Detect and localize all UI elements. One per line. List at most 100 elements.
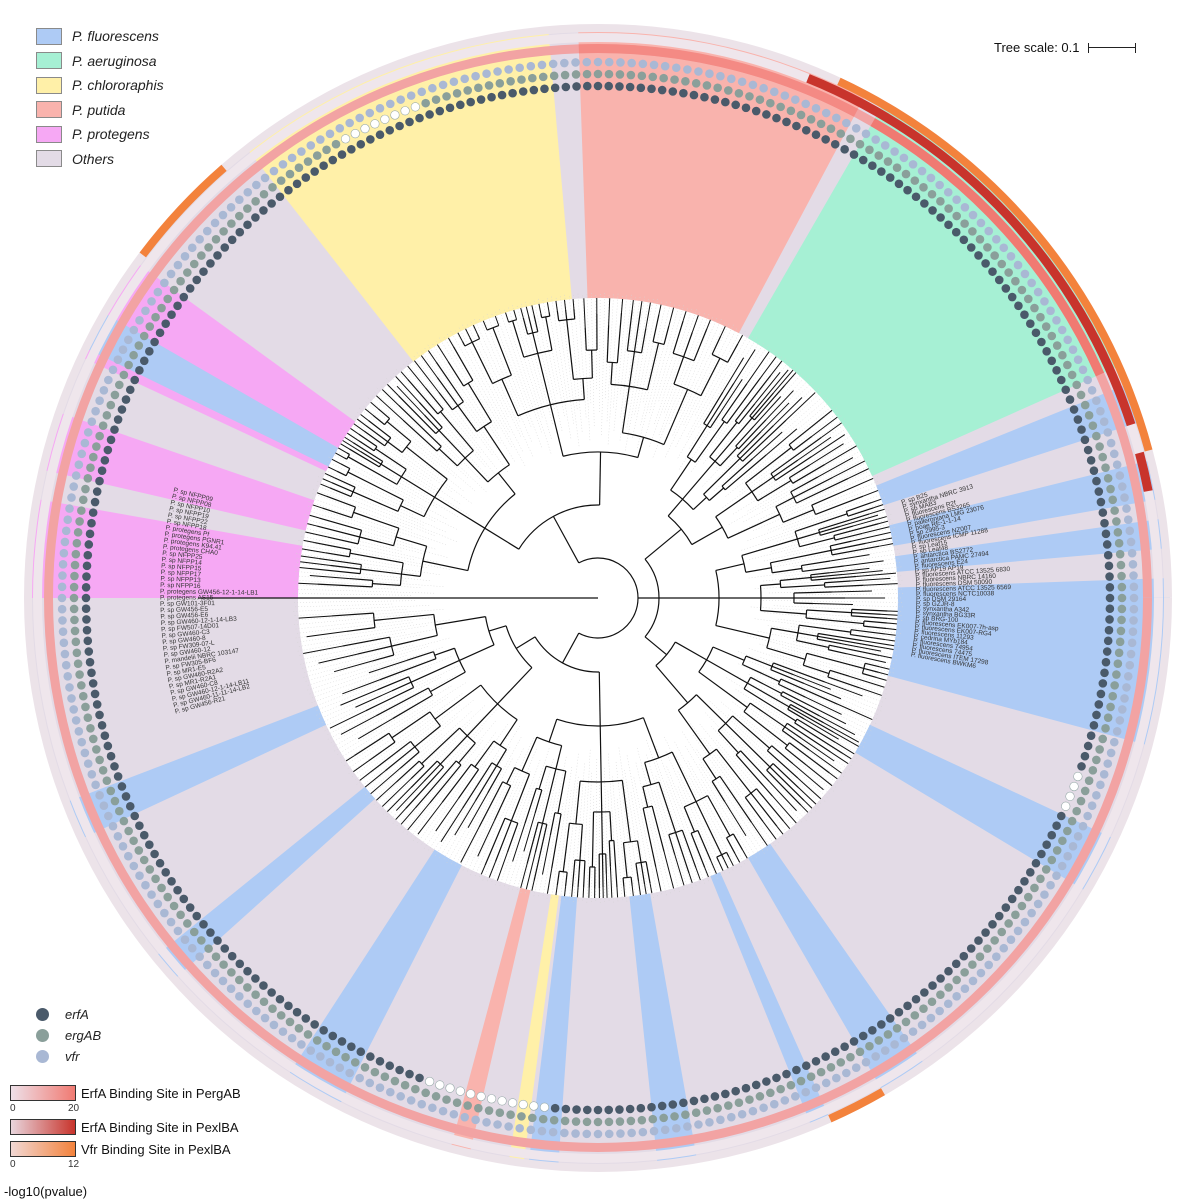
gene-dot xyxy=(292,1007,302,1017)
leaf-guide xyxy=(762,497,887,541)
gene-dot xyxy=(1112,726,1122,736)
gene-dot xyxy=(801,99,811,109)
leaf-label: P. protegens GW456-12-1-14-LB1 xyxy=(160,588,259,596)
tree-scale-bar xyxy=(1087,42,1136,53)
internal-branch xyxy=(588,866,591,888)
gene-dot xyxy=(791,1092,800,1101)
internal-branch xyxy=(741,538,798,557)
terminal-branch xyxy=(350,428,360,435)
gene-dot xyxy=(219,960,228,969)
terminal-branch xyxy=(305,531,328,538)
gene-legend: erfA ergAB vfr xyxy=(36,1004,101,1067)
terminal-branch xyxy=(572,298,575,310)
internal-branch xyxy=(829,644,880,656)
gene-dot xyxy=(919,183,928,192)
gene-dot xyxy=(968,210,978,220)
gene-dot xyxy=(84,647,94,656)
terminal-branch xyxy=(851,531,891,542)
internal-branch xyxy=(810,573,843,579)
gene-dot xyxy=(1100,668,1109,678)
leaf-guide xyxy=(313,667,416,708)
internal-branch xyxy=(846,501,873,512)
terminal-branch xyxy=(831,590,872,593)
gene-dot xyxy=(1061,801,1071,811)
gene-dot xyxy=(529,1101,539,1111)
clade-arc xyxy=(562,451,638,459)
gene-dot xyxy=(1057,325,1067,335)
gene-dot xyxy=(604,1117,614,1127)
terminal-branch xyxy=(512,823,526,862)
terminal-branch xyxy=(605,873,608,898)
legend-item-chlororaphis: P. chlororaphis xyxy=(36,73,164,98)
internal-branch xyxy=(851,615,888,619)
terminal-branch xyxy=(784,372,797,386)
gene-dot xyxy=(842,1068,851,1078)
gene-dot xyxy=(1112,517,1121,526)
internal-branch xyxy=(745,655,773,667)
terminal-branch xyxy=(879,666,890,670)
leaf-guide xyxy=(772,472,877,520)
internal-branch xyxy=(677,709,711,755)
internal-branch xyxy=(447,361,465,387)
gene-dot xyxy=(85,529,95,539)
gene-dot xyxy=(449,77,459,87)
internal-branch xyxy=(847,507,874,517)
gene-dot xyxy=(508,1098,518,1108)
leaf-guide xyxy=(420,723,509,847)
gene-dot xyxy=(445,103,455,113)
gene-dot xyxy=(484,1106,494,1115)
gene-dot xyxy=(1105,593,1115,603)
gene-dot xyxy=(150,849,159,859)
internal-branch xyxy=(671,751,697,802)
gene-dot xyxy=(95,710,104,720)
gene-dot xyxy=(1099,769,1109,779)
internal-branch xyxy=(368,420,392,439)
leaf-guide xyxy=(577,786,586,903)
gene-dot xyxy=(211,234,221,244)
gene-dot xyxy=(901,169,911,179)
gene-dot xyxy=(322,1041,331,1051)
gene-dot xyxy=(1067,816,1077,826)
gene-dot xyxy=(113,832,123,841)
gene-dot xyxy=(615,1105,624,1114)
leaf-guide xyxy=(755,509,891,551)
clade-arc xyxy=(518,504,600,550)
gene-dot xyxy=(1122,683,1131,692)
terminal-branch xyxy=(300,555,319,560)
terminal-branch xyxy=(298,582,318,585)
gene-dot xyxy=(474,1103,483,1113)
gene-dot xyxy=(71,471,81,480)
leaf-label: P. sp GW456-E6 xyxy=(160,612,209,621)
gene-dot xyxy=(328,1031,338,1041)
internal-branch xyxy=(364,424,389,443)
gene-dot xyxy=(67,493,76,502)
gene-dot xyxy=(1115,549,1125,559)
terminal-branch xyxy=(688,873,693,883)
leaf-label: P. fluorescens NCTC10038 xyxy=(916,590,995,598)
internal-branch xyxy=(484,817,506,866)
gene-dot xyxy=(167,877,176,886)
gene-dot xyxy=(908,1027,918,1036)
gene-dot xyxy=(515,63,524,73)
gene-dot xyxy=(269,1020,279,1030)
leaf-guide xyxy=(300,531,438,563)
terminal-branch xyxy=(342,679,380,695)
gene-dot xyxy=(199,920,208,929)
gene-dot xyxy=(615,82,624,91)
internal-branch xyxy=(793,591,832,594)
gene-dot xyxy=(276,1011,286,1020)
gene-dot xyxy=(157,303,166,313)
species-sector xyxy=(855,724,1117,893)
internal-branch xyxy=(562,823,570,872)
gene-dot xyxy=(356,139,366,149)
leaf-guide xyxy=(341,433,470,516)
terminal-branch xyxy=(555,885,558,896)
terminal-branch xyxy=(841,643,882,652)
internal-branch xyxy=(796,718,836,744)
heat-label: ErfA Binding Site in PergAB xyxy=(81,1085,241,1101)
gene-dot xyxy=(59,548,69,558)
gene-dot xyxy=(694,67,703,76)
internal-branch xyxy=(540,313,543,318)
gene-dot xyxy=(463,1101,472,1110)
gene-dot xyxy=(1092,791,1101,800)
